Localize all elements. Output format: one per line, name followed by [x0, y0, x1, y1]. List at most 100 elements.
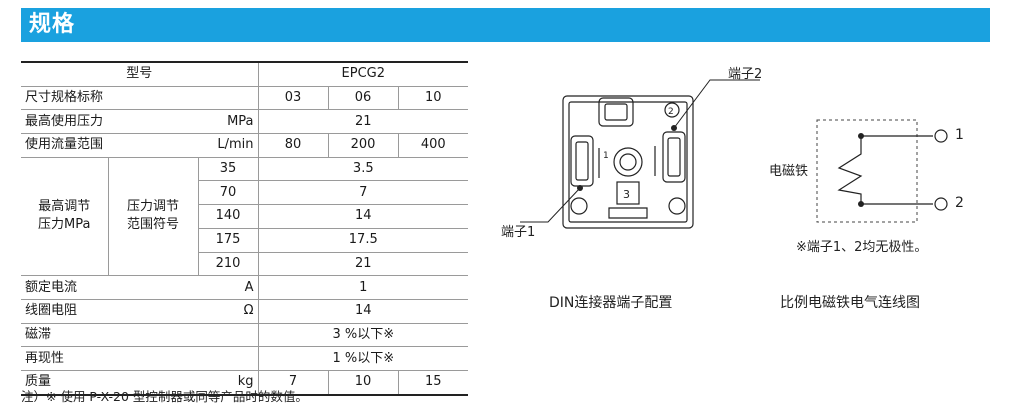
mass-cell: 10: [327, 369, 399, 396]
max-pressure-label: 最高使用压力 MPa: [21, 109, 259, 135]
adj-code-label: 压力调节范围符号: [107, 156, 199, 277]
center-screw: [613, 147, 643, 177]
pin1-circle: [570, 197, 588, 215]
terminal2-label: 端子2: [728, 67, 763, 82]
table-row: 质量 kg 7 10 15: [21, 369, 469, 396]
din-connector-diagram: 3 2 1: [562, 95, 694, 229]
adj-value: 3.5: [257, 156, 469, 182]
left-slot-inner: [575, 141, 589, 181]
current-text: 额定电流: [25, 279, 78, 295]
section-header: 规格: [21, 8, 990, 42]
adj-value: 7: [257, 180, 469, 206]
adj-value: 21: [257, 251, 469, 277]
solenoid-label: 电磁铁: [769, 164, 809, 179]
flow-cell: 80: [257, 133, 329, 158]
adj-value: 14: [257, 204, 469, 229]
wiring-caption: 比例电磁铁电气连线图: [780, 295, 920, 311]
footnote: 注）※ 使用 P-X-20 型控制器或同等产品时的数值。: [21, 389, 308, 404]
mass-cell: 7: [257, 369, 329, 396]
connector-body: [562, 95, 694, 229]
adj-code-line2: 范围符号: [126, 217, 179, 233]
resistance-value: 14: [257, 298, 469, 324]
resistance-unit: Ω: [243, 303, 254, 319]
flow-text: 使用流量范围: [25, 137, 104, 153]
current-label: 额定电流 A: [21, 275, 259, 300]
table-row: 最高使用压力 MPa 21: [21, 109, 469, 135]
node-dot: [858, 133, 864, 139]
table-row: 使用流量范围 L/min 80 200 400: [21, 133, 469, 158]
leader-terminal2: [673, 79, 760, 129]
terminal-1-circle: [934, 129, 948, 143]
table-row: 额定电流 A 1: [21, 275, 469, 300]
hysteresis-label: 磁滞: [21, 322, 259, 348]
max-adj-label: 最高调节压力MPa: [21, 156, 109, 277]
hysteresis-value: 3 %以下※: [257, 322, 469, 348]
din-mark-1: 1: [603, 151, 609, 161]
wiring-remark: ※端子1、2均无极性。: [796, 240, 928, 255]
mass-label: 质量 kg: [21, 369, 259, 396]
mass-unit: kg: [237, 374, 254, 390]
max-pressure-text: 最高使用压力: [25, 113, 104, 129]
spec-table: 型号 EPCG2 尺寸规格标称 03 06 10 最高使用压力 MPa 21 使用…: [21, 60, 469, 396]
flow-cell: 200: [327, 133, 399, 158]
adj-code-line1: 压力调节: [126, 199, 179, 215]
right-slot-inner: [667, 137, 681, 177]
din-mark-3: 3: [623, 188, 630, 201]
ground-box: [616, 181, 640, 205]
center-screw-inner: [619, 153, 637, 171]
din-caption: DIN连接器端子配置: [549, 295, 673, 311]
terminal1-label: 端子1: [501, 225, 536, 240]
din-mark-2: 2: [668, 107, 674, 117]
wiring-term-1: 1: [955, 127, 964, 143]
section-title: 规格: [29, 12, 76, 37]
resistance-text: 线圈电阻: [25, 303, 78, 319]
adj-code: 140: [197, 204, 259, 229]
current-value: 1: [257, 275, 469, 300]
table-row: 磁滞 3 %以下※: [21, 322, 469, 348]
size-cell: 03: [257, 85, 329, 111]
table-row: 再现性 1 %以下※: [21, 346, 469, 371]
mass-cell: 15: [397, 369, 469, 396]
model-label: 型号: [21, 60, 259, 87]
solenoid-box: [816, 119, 918, 223]
table-row: 线圈电阻 Ω 14: [21, 298, 469, 324]
mass-text: 质量: [25, 374, 52, 390]
din-leader-lines: [520, 79, 760, 223]
table-row: 尺寸规格标称 03 06 10: [21, 85, 469, 111]
pin3-circle: [668, 197, 686, 215]
node-dot: [858, 201, 864, 207]
connector-inner: [568, 101, 688, 223]
table-row: 型号 EPCG2: [21, 60, 469, 87]
resistance-label: 线圈电阻 Ω: [21, 298, 259, 324]
adj-code: 70: [197, 180, 259, 206]
wiring-term-2: 2: [955, 195, 964, 211]
adj-code: 35: [197, 156, 259, 182]
adj-value: 17.5: [257, 227, 469, 253]
max-pressure-unit: MPa: [227, 113, 254, 129]
size-label: 尺寸规格标称: [21, 85, 259, 111]
top-slot-inner: [604, 103, 628, 121]
top-slot: [598, 97, 634, 127]
bottom-notch: [608, 207, 648, 219]
terminal-2-circle: [934, 197, 948, 211]
right-slot: [662, 131, 686, 183]
max-adj-line1: 最高调节: [38, 199, 91, 215]
size-cell: 06: [327, 85, 399, 111]
pin2-circle: [664, 102, 680, 118]
repeat-label: 再现性: [21, 346, 259, 371]
table-row: 70 7: [21, 180, 469, 206]
leader-terminal1: [520, 187, 581, 223]
flow-cell: 400: [397, 133, 469, 158]
coil: [837, 136, 863, 204]
max-pressure-value: 21: [257, 109, 469, 135]
wiring-diagram: [816, 119, 948, 223]
repeat-value: 1 %以下※: [257, 346, 469, 371]
current-unit: A: [244, 279, 254, 295]
flow-unit: L/min: [217, 137, 254, 153]
table-row: 最高调节压力MPa 压力调节范围符号 35 3.5: [21, 156, 469, 277]
size-cell: 10: [397, 85, 469, 111]
model-value: EPCG2: [257, 60, 469, 87]
table-row: 210 21: [21, 251, 469, 277]
adj-code: 210: [197, 251, 259, 277]
max-adj-line2: 压力MPa: [38, 217, 91, 233]
